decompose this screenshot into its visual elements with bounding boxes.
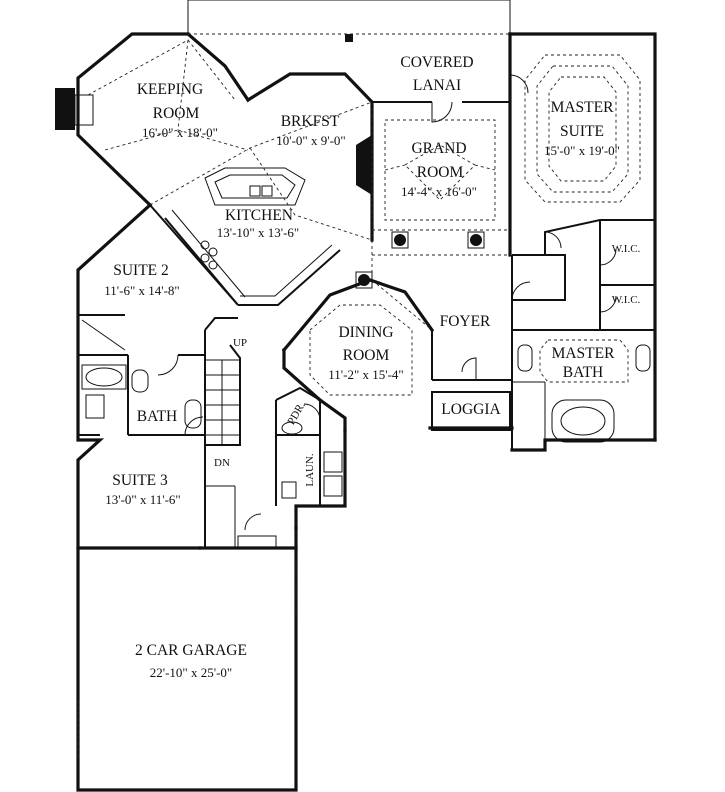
stair-down-label: DN: [214, 457, 230, 469]
bath-name: BATH: [137, 408, 177, 425]
grand-room-name-1: GRAND: [411, 140, 466, 157]
room-grand: GRAND ROOM 14'-4" x 16'-0": [401, 140, 477, 199]
room-keeping: KEEPING ROOM 16'-0" x 18'-0": [137, 81, 218, 140]
lanai-name-2: LANAI: [413, 77, 461, 94]
laun-name: LAUN.: [304, 453, 316, 487]
suite2-dims: 11'-6" x 14'-8": [104, 283, 179, 298]
exterior-walls: [76, 31, 657, 792]
room-kitchen: KITCHEN 13'-10" x 13'-6": [217, 207, 299, 240]
master-suite-dims: 15'-0" x 19'-0": [544, 143, 620, 158]
stair-up-label: UP: [233, 337, 247, 349]
master-suite-name-2: SUITE: [560, 123, 604, 140]
room-dining: DINING ROOM 11'-2" x 15'-4": [328, 324, 403, 382]
master-suite-name-1: MASTER: [551, 99, 615, 116]
garage-dims: 22'-10" x 25'-0": [150, 665, 232, 680]
room-foyer: FOYER: [440, 313, 491, 330]
room-garage: 2 CAR GARAGE 22'-10" x 25'-0": [135, 642, 247, 680]
interior-walls: [55, 88, 655, 549]
garage-name: 2 CAR GARAGE: [135, 642, 247, 659]
room-brkfst: BRKFST 10'-0" x 9'-0": [276, 113, 345, 148]
kitchen-name: KITCHEN: [225, 207, 293, 224]
room-covered-lanai: COVERED LANAI: [400, 54, 473, 94]
room-laun: LAUN.: [304, 453, 316, 487]
lanai-outline: [187, 0, 511, 42]
keeping-name-1: KEEPING: [137, 81, 203, 98]
dining-name-2: ROOM: [343, 347, 390, 364]
grand-room-dims: 14'-4" x 16'-0": [401, 184, 477, 199]
grand-room-name-2: ROOM: [417, 164, 464, 181]
dining-dims: 11'-2" x 15'-4": [328, 367, 403, 382]
suite2-name: SUITE 2: [113, 262, 169, 279]
room-master-bath: MASTER BATH: [552, 345, 616, 381]
stair-labels: UP DN: [214, 337, 247, 469]
keeping-dims: 16'-0" x 18'-0": [142, 125, 218, 140]
room-wic-1: W.I.C.: [612, 243, 641, 255]
room-bath: BATH: [137, 408, 177, 425]
brkfst-dims: 10'-0" x 9'-0": [276, 133, 345, 148]
dining-name-1: DINING: [338, 324, 393, 341]
room-wic-2: W.I.C.: [612, 294, 641, 306]
master-bath-name-2: BATH: [563, 364, 603, 381]
kitchen-dims: 13'-10" x 13'-6": [217, 225, 299, 240]
room-suite-3: SUITE 3 13'-0" x 11'-6": [105, 472, 180, 507]
doors: [157, 74, 617, 531]
wic-1-name: W.I.C.: [612, 243, 641, 255]
room-loggia: LOGGIA: [441, 401, 501, 418]
brkfst-name: BRKFST: [281, 113, 340, 130]
foyer-name: FOYER: [440, 313, 491, 330]
suite3-name: SUITE 3: [112, 472, 168, 489]
master-bath-name-1: MASTER: [552, 345, 616, 362]
keeping-name-2: ROOM: [153, 105, 200, 122]
lanai-name-1: COVERED: [400, 54, 473, 71]
loggia-name: LOGGIA: [441, 401, 501, 418]
suite3-dims: 13'-0" x 11'-6": [105, 492, 180, 507]
room-master-suite: MASTER SUITE 15'-0" x 19'-0": [544, 99, 620, 158]
wic-2-name: W.I.C.: [612, 294, 641, 306]
room-suite-2: SUITE 2 11'-6" x 14'-8": [104, 262, 179, 298]
columns: [355, 231, 485, 289]
